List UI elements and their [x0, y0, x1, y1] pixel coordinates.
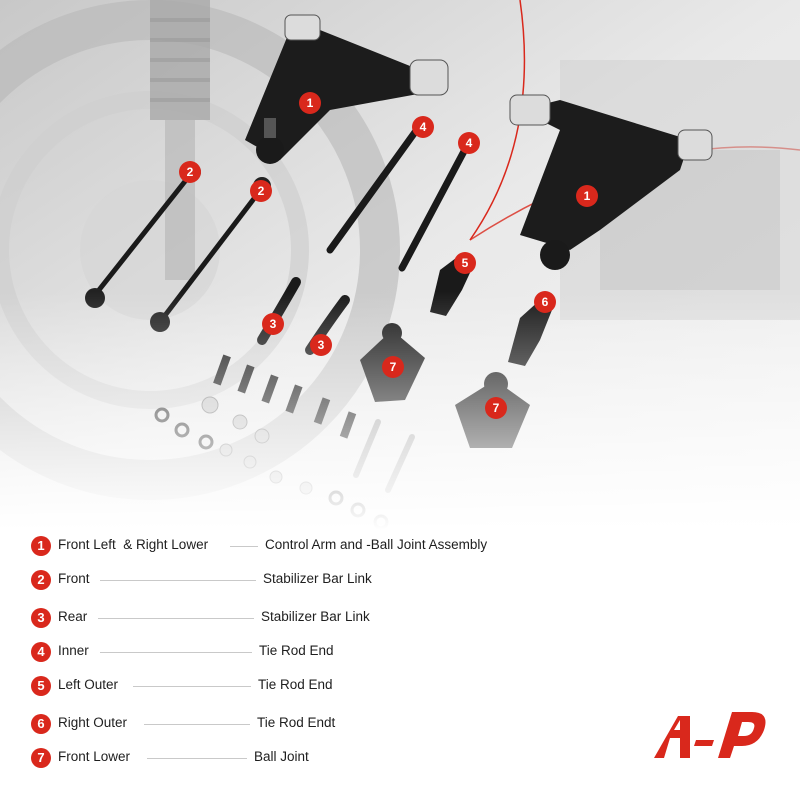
legend-position-label: Rear	[58, 609, 88, 624]
callout-marker	[250, 180, 272, 202]
callout-marker	[576, 185, 598, 207]
legend-leader-line	[100, 652, 252, 653]
legend-number-badge: 6	[31, 714, 51, 734]
callout-number: 4	[466, 136, 473, 150]
callout-marker	[179, 161, 201, 183]
legend-position-label: Left Outer	[58, 677, 119, 692]
callout-number: 6	[542, 295, 549, 309]
callout-marker	[299, 92, 321, 114]
callout-marker	[412, 116, 434, 138]
callout-number: 2	[258, 184, 265, 198]
callout-marker	[458, 132, 480, 154]
legend-leader-line	[100, 580, 256, 581]
legend-part-name: Tie Rod End	[258, 677, 333, 692]
legend-part-name: Stabilizer Bar Link	[261, 609, 370, 624]
legend-row: 6 Right Outer Tie Rod Endt	[0, 714, 640, 738]
legend-leader-line	[144, 724, 250, 725]
legend-position-label: Front	[58, 571, 90, 586]
callout-marker	[454, 252, 476, 274]
legend-number-badge: 3	[31, 608, 51, 628]
legend-part-name: Stabilizer Bar Link	[263, 571, 372, 586]
legend-part-name: Tie Rod Endt	[257, 715, 336, 730]
legend-row: 5 Left Outer Tie Rod End	[0, 676, 640, 700]
callout-number: 7	[493, 401, 500, 415]
legend-number-badge: 4	[31, 642, 51, 662]
callout-marker	[382, 356, 404, 378]
legend-row: 3 Rear Stabilizer Bar Link	[0, 608, 640, 632]
callout-number: 7	[390, 360, 397, 374]
callout-marker	[262, 313, 284, 335]
legend-row: 7 Front Lower Ball Joint	[0, 748, 640, 772]
callout-number: 5	[462, 256, 469, 270]
legend-position-label: Front Lower	[58, 749, 131, 764]
legend-number-badge: 2	[31, 570, 51, 590]
parts-legend: 1 Front Left & Right Lower Control Arm a…	[0, 530, 800, 800]
legend-part-name: Tie Rod End	[259, 643, 334, 658]
callout-number: 3	[270, 317, 277, 331]
callout-number: 1	[307, 96, 314, 110]
legend-position-label: Inner	[58, 643, 89, 658]
callout-number: 3	[318, 338, 325, 352]
legend-position-label: Right Outer	[58, 715, 128, 730]
legend-part-name: Control Arm and -Ball Joint Assembly	[265, 537, 488, 552]
callout-marker	[310, 334, 332, 356]
legend-position-label: Front Left & Right Lower	[58, 537, 209, 552]
legend-number-badge: 5	[31, 676, 51, 696]
callout-marker	[485, 397, 507, 419]
legend-leader-line	[147, 758, 247, 759]
legend-leader-line	[98, 618, 254, 619]
callout-number: 2	[187, 165, 194, 179]
legend-leader-line	[230, 546, 258, 547]
legend-leader-line	[133, 686, 251, 687]
callout-number: 4	[420, 120, 427, 134]
legend-part-name: Ball Joint	[254, 749, 309, 764]
legend-row: 2 Front Stabilizer Bar Link	[0, 570, 640, 594]
a-premium-logo-icon	[654, 712, 766, 758]
legend-number-badge: 1	[31, 536, 51, 556]
callout-number: 1	[584, 189, 591, 203]
legend-row: 4 Inner Tie Rod End	[0, 642, 640, 666]
legend-row: 1 Front Left & Right Lower Control Arm a…	[0, 536, 640, 560]
product-photo: 1 1 2 2 3 3 4 4 5 6 7 7	[0, 0, 800, 530]
callout-marker	[534, 291, 556, 313]
legend-number-badge: 7	[31, 748, 51, 768]
